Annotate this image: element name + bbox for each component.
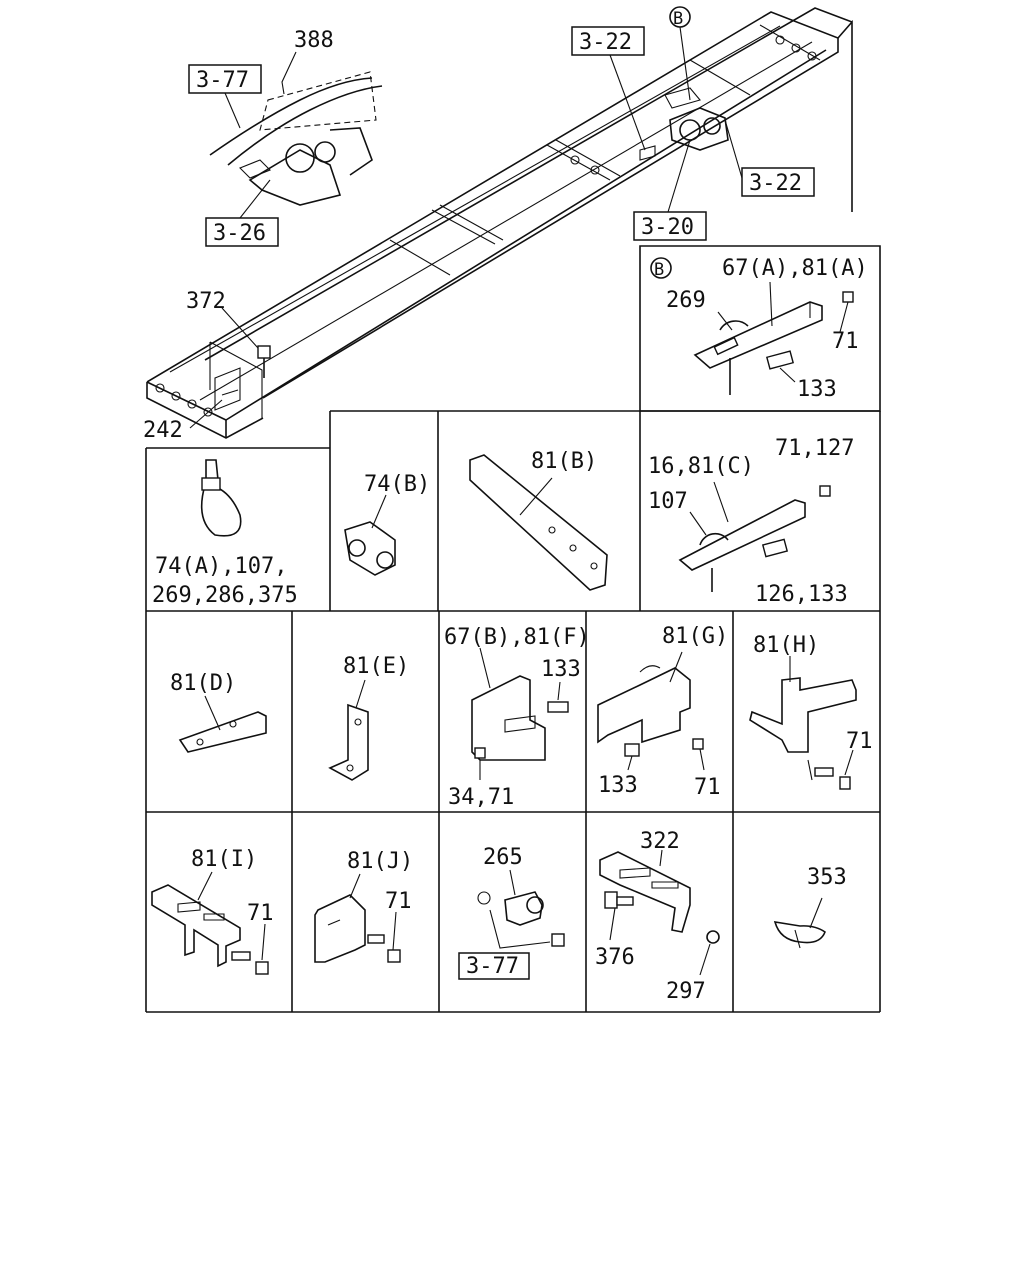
cell-67b — [471, 647, 569, 780]
label-81j: 81(J) — [347, 849, 413, 874]
ref-3-26: 3-26 — [213, 221, 266, 246]
label-133-g: 133 — [598, 773, 638, 798]
ref-box-3-22-top[interactable] — [571, 26, 645, 56]
cell-81g — [597, 651, 705, 771]
ref-3-22-top: 3-22 — [579, 30, 632, 55]
cell-353 — [773, 897, 826, 949]
label-71-b: 71 — [832, 329, 859, 354]
cell-322 — [599, 849, 720, 976]
label-107-c: 107 — [648, 489, 688, 514]
label-388: 388 — [294, 28, 334, 53]
label-242: 242 — [143, 418, 183, 443]
label-71-h: 71 — [846, 729, 873, 754]
label-74a-line2: 269,286,375 — [152, 583, 298, 608]
cell-74a — [200, 459, 242, 537]
cell-81c — [678, 481, 831, 592]
label-71-i: 71 — [247, 901, 274, 926]
label-81h: 81(H) — [753, 633, 819, 658]
ref-box-3-20[interactable] — [633, 211, 707, 241]
label-133-b: 133 — [797, 377, 837, 402]
label-376: 376 — [595, 945, 635, 970]
rear-bracket-sketch — [214, 345, 271, 411]
cell-81j — [314, 873, 401, 963]
label-265: 265 — [483, 845, 523, 870]
label-71-j: 71 — [385, 889, 412, 914]
label-71-127: 71,127 — [775, 436, 854, 461]
cell-74b — [344, 494, 396, 576]
marker-b-overview-text: B — [673, 9, 683, 29]
ref-3-20: 3-20 — [641, 215, 694, 240]
cell-265 — [477, 869, 565, 949]
chassis-frame-overview — [146, 7, 853, 439]
grid-frames — [145, 410, 881, 1013]
ref-box-3-77[interactable] — [188, 64, 262, 94]
cell-81d — [178, 695, 267, 753]
label-81e: 81(E) — [343, 654, 409, 679]
label-126-133: 126,133 — [755, 582, 848, 607]
ref-box-3-26[interactable] — [205, 217, 279, 247]
cell-81i — [151, 871, 269, 975]
frame-holes — [155, 35, 817, 417]
cell-81e — [328, 679, 369, 781]
ref-box-3-77-bottom[interactable] — [458, 952, 530, 980]
label-81i: 81(I) — [191, 847, 257, 872]
label-74a-line1: 74(A),107, — [155, 554, 287, 579]
label-322: 322 — [640, 829, 680, 854]
marker-b-detail — [650, 257, 672, 279]
label-67a-81a: 67(A),81(A) — [722, 256, 868, 281]
label-81d: 81(D) — [170, 671, 236, 696]
label-67b-81f: 67(B),81(F) — [444, 625, 590, 650]
label-372: 372 — [186, 289, 226, 314]
bracket-67a-drawing — [693, 281, 854, 395]
label-269-b: 269 — [666, 288, 706, 313]
label-16-81c: 16,81(C) — [648, 454, 754, 479]
label-81b: 81(B) — [531, 449, 597, 474]
label-353: 353 — [807, 865, 847, 890]
cell-81b — [469, 454, 608, 591]
ref-box-3-22-right[interactable] — [741, 167, 815, 197]
label-133-f: 133 — [541, 657, 581, 682]
ref-3-77-bottom: 3-77 — [466, 954, 519, 979]
label-34-71: 34,71 — [448, 785, 514, 810]
marker-b-detail-text: B — [654, 260, 664, 280]
pump-assembly-sketch — [209, 71, 383, 206]
label-297: 297 — [666, 979, 706, 1004]
ref-3-22-right: 3-22 — [749, 171, 802, 196]
label-81g: 81(G) — [662, 624, 728, 649]
label-74b: 74(B) — [364, 472, 430, 497]
cell-81h — [749, 656, 857, 790]
ref-3-77-top: 3-77 — [196, 68, 249, 93]
label-71-g: 71 — [694, 775, 721, 800]
